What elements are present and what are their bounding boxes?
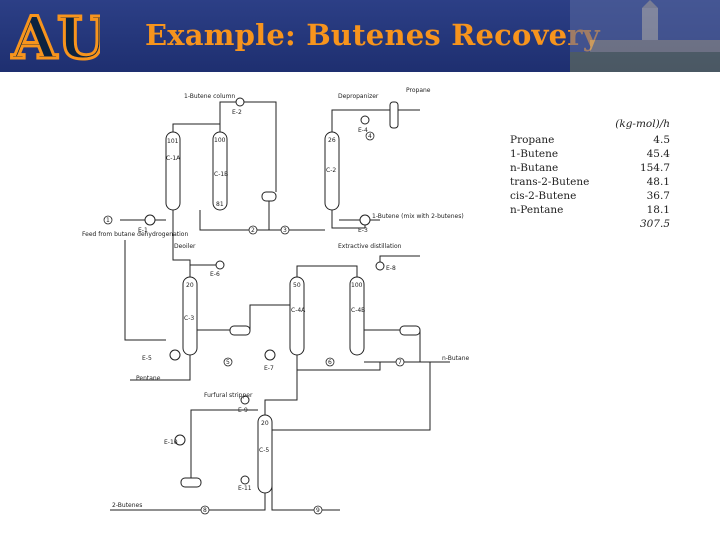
- label-extractive: Extractive distillation: [338, 243, 402, 250]
- table-total: 307.5: [639, 218, 670, 230]
- exchanger-e8: [375, 261, 385, 271]
- logo-text: AU: [11, 4, 100, 68]
- tray-c4b-top: 100: [351, 282, 363, 289]
- label-e11: E-11: [238, 485, 252, 492]
- label-propane: Propane: [406, 87, 431, 94]
- stream-8: 8: [203, 507, 207, 514]
- table-row: 1-Butene 45.4: [510, 147, 670, 161]
- process-flow-diagram: 1-Butene column Depropanizer Propane Fee…: [80, 80, 500, 520]
- tray-c4a-top: 50: [293, 282, 301, 289]
- drum-1: [261, 191, 277, 202]
- component-value: 36.7: [646, 190, 670, 202]
- exchanger-e7: [264, 349, 276, 361]
- campus-tower-image: [570, 0, 720, 72]
- tray-c1b-top: 100: [214, 137, 226, 144]
- label-two-butenes: 2-Butenes: [112, 502, 142, 509]
- label-c1a: C-1A: [166, 155, 181, 162]
- label-nbutane: n-Butane: [442, 355, 470, 362]
- component-name: n-Butane: [510, 162, 559, 174]
- table-header: (kg-mol)/h: [615, 118, 670, 130]
- table-row: n-Butane 154.7: [510, 161, 670, 175]
- label-e1: E-1: [138, 227, 148, 234]
- component-name: n-Pentane: [510, 204, 564, 216]
- drum-4: [180, 477, 202, 488]
- label-deoiler: Deoiler: [174, 243, 196, 250]
- component-value: 154.7: [639, 162, 670, 174]
- label-c4b: C-4B: [351, 307, 365, 314]
- drum-5: [389, 101, 399, 129]
- label-furfural: Furfural stripper: [204, 392, 253, 399]
- component-value: 4.5: [653, 134, 670, 146]
- label-c3: C-3: [184, 315, 194, 322]
- label-e4: E-4: [358, 127, 368, 134]
- exchanger-e2: [235, 97, 245, 107]
- slide-title: Example: Butenes Recovery: [145, 18, 600, 52]
- auburn-logo: AU: [10, 4, 101, 68]
- stream-1: 1: [106, 217, 110, 224]
- label-e6: E-6: [210, 271, 220, 278]
- tray-c5-top: 20: [261, 420, 269, 427]
- stream-4: 4: [368, 133, 372, 140]
- label-feed: Feed from butane dehydrogenation: [82, 231, 188, 238]
- component-value: 48.1: [646, 176, 670, 188]
- label-e10: E-10: [164, 439, 178, 446]
- flow-diagram-svg: 1-Butene column Depropanizer Propane Fee…: [82, 87, 470, 515]
- stream-2: 2: [251, 227, 255, 234]
- tray-c2-top: 26: [328, 137, 336, 144]
- drum-2: [229, 325, 251, 336]
- stream-9: 9: [316, 507, 320, 514]
- stream-6: 6: [328, 359, 332, 366]
- component-value: 45.4: [646, 148, 670, 160]
- label-e9: E-9: [238, 407, 248, 414]
- footer-bar: [0, 530, 720, 540]
- tray-c1b-bot: 81: [216, 201, 224, 208]
- tray-c1a-top: 101: [167, 138, 179, 145]
- label-e3: E-3: [358, 227, 368, 234]
- table-row: n-Pentane 18.1: [510, 203, 670, 217]
- drum-3: [399, 325, 421, 336]
- component-name: cis-2-Butene: [510, 190, 577, 202]
- tray-c3-top: 20: [186, 282, 194, 289]
- component-value: 18.1: [646, 204, 670, 216]
- table-row: Propane 4.5: [510, 133, 670, 147]
- stream-5: 5: [226, 359, 230, 366]
- label-c2: C-2: [326, 167, 336, 174]
- label-e2: E-2: [232, 109, 242, 116]
- component-name: trans-2-Butene: [510, 176, 590, 188]
- component-name: Propane: [510, 134, 555, 146]
- composition-table: (kg-mol)/h Propane 4.5 1-Butene 45.4 n-B…: [510, 118, 670, 231]
- exchanger-e6: [215, 260, 225, 270]
- exchanger-e9: [240, 395, 250, 405]
- component-name: 1-Butene: [510, 148, 559, 160]
- exchanger-e10: [174, 434, 186, 446]
- label-pentane: Pentane: [136, 375, 161, 382]
- stream-7: 7: [398, 359, 402, 366]
- exchanger-e11: [240, 475, 250, 485]
- label-e8: E-8: [386, 265, 396, 272]
- exchanger-e4: [360, 115, 370, 125]
- header-bar: AU Example: Butenes Recovery: [0, 0, 720, 72]
- label-c1b: C-1B: [214, 171, 228, 178]
- label-butene-out: 1-Butene (mix with 2-butenes): [372, 213, 464, 220]
- label-c5: C-5: [259, 447, 269, 454]
- label-butene-column: 1-Butene column: [184, 93, 235, 100]
- exchanger-e1: [144, 214, 156, 226]
- stream-3: 3: [283, 227, 287, 234]
- exchanger-e3: [359, 214, 371, 226]
- table-row: trans-2-Butene 48.1: [510, 175, 670, 189]
- label-depropanizer: Depropanizer: [338, 93, 379, 100]
- label-c4a: C-4A: [291, 307, 306, 314]
- table-row: cis-2-Butene 36.7: [510, 189, 670, 203]
- label-e7: E-7: [264, 365, 274, 372]
- exchanger-e5: [169, 349, 181, 361]
- label-e5: E-5: [142, 355, 152, 362]
